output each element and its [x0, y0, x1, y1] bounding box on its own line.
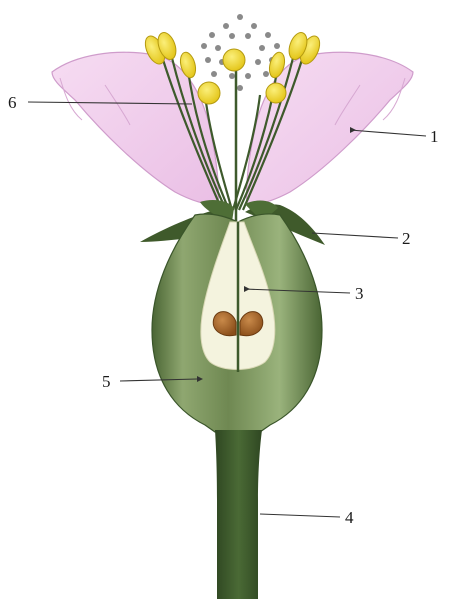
label-6: 6 [8, 93, 17, 112]
label-5: 5 [102, 372, 111, 391]
leader-4 [260, 514, 340, 517]
label-2: 2 [402, 229, 411, 248]
label-1: 1 [430, 127, 439, 146]
stem [215, 430, 262, 599]
leader-2 [312, 233, 398, 238]
label-4: 4 [345, 508, 354, 527]
leader-1 [350, 130, 426, 136]
label-3: 3 [355, 284, 364, 303]
